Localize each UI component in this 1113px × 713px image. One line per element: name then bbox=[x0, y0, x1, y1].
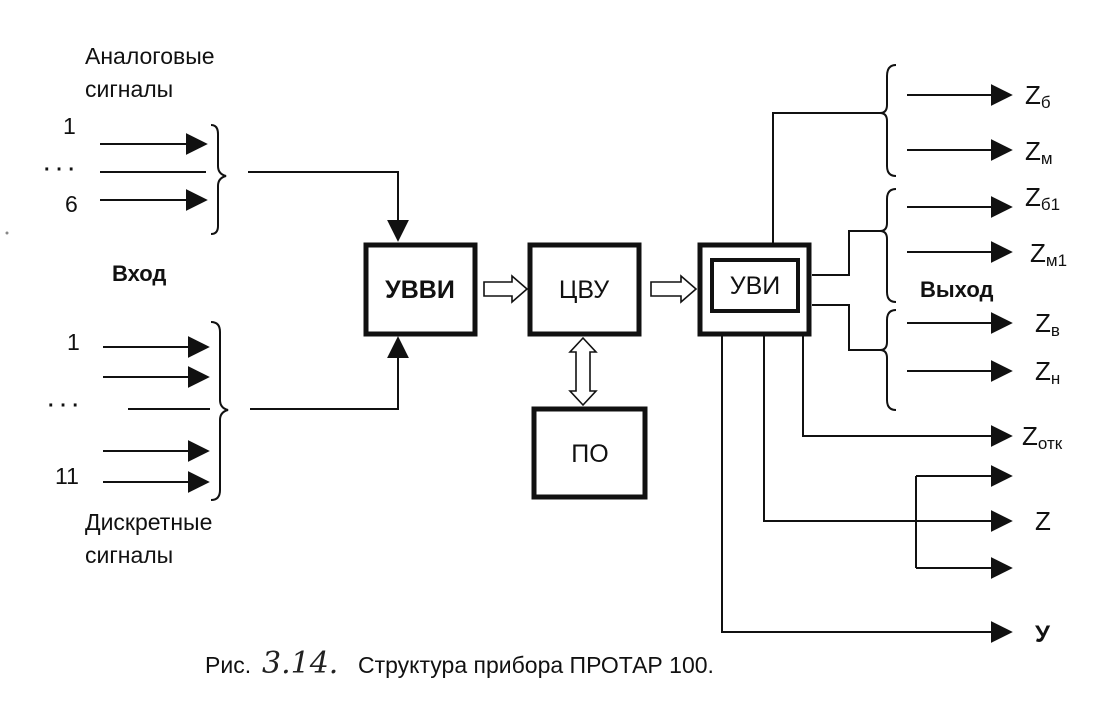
analog-to-uvvi-line bbox=[248, 171, 409, 242]
analog-dots: · · · bbox=[44, 159, 75, 181]
uvi-to-mid-group-line bbox=[812, 230, 880, 276]
discrete-footer-line2: сигналы bbox=[85, 542, 173, 568]
cvu-label: ЦВУ bbox=[559, 276, 609, 304]
po-label: ПО bbox=[571, 440, 608, 468]
analog-header-line2: сигналы bbox=[85, 76, 173, 102]
top-output-brace bbox=[879, 64, 897, 177]
caption-text: Структура прибора ПРОТАР 100. bbox=[358, 652, 714, 678]
uvi-to-low-group-line bbox=[812, 304, 880, 351]
output-label-u: У bbox=[1035, 621, 1051, 648]
zm-main: Z bbox=[1025, 136, 1041, 166]
cvu-to-uvi-arrow bbox=[650, 274, 698, 304]
uvvi-block bbox=[363, 242, 478, 337]
zb-main: Z bbox=[1025, 80, 1041, 110]
output-label-zm: Zм bbox=[1025, 136, 1053, 168]
po-block bbox=[531, 406, 648, 500]
zb1-sub: б1 bbox=[1041, 195, 1060, 214]
zb-sub: б bbox=[1041, 93, 1051, 112]
cvu-po-bidirectional-arrow bbox=[568, 336, 598, 407]
zm1-sub: м1 bbox=[1046, 251, 1067, 270]
output-label-z: Z bbox=[1035, 506, 1051, 536]
uvi-to-top-group-line bbox=[772, 112, 880, 245]
caption-prefix: Рис. bbox=[205, 652, 251, 678]
output-arrow-zotk bbox=[802, 334, 1013, 447]
zn-main: Z bbox=[1035, 356, 1051, 386]
analog-header-line1: Аналоговые bbox=[85, 43, 215, 69]
uvi-inner-block bbox=[710, 258, 800, 313]
analog-last-label: 6 bbox=[65, 191, 78, 217]
output-label-zb: Zб bbox=[1025, 80, 1051, 112]
output-label-zb1: Zб1 bbox=[1025, 182, 1060, 214]
uvvi-label: УВВИ bbox=[385, 276, 455, 304]
zm-sub: м bbox=[1041, 149, 1053, 168]
cvu-block bbox=[527, 242, 642, 337]
zotk-sub: отк bbox=[1038, 434, 1063, 453]
mid-output-brace bbox=[879, 188, 897, 303]
output-label-zotk: Zотк bbox=[1022, 421, 1063, 453]
caption-number: 3.14. bbox=[262, 646, 338, 681]
discrete-input-brace bbox=[210, 321, 229, 501]
output-label-zv: Zв bbox=[1035, 308, 1060, 340]
low-output-brace bbox=[879, 309, 897, 411]
input-group-label: Вход bbox=[112, 261, 166, 286]
zotk-main: Z bbox=[1022, 421, 1038, 451]
discrete-to-uvvi-line bbox=[250, 336, 409, 410]
scan-speck bbox=[5, 231, 9, 235]
uvvi-to-cvu-arrow bbox=[483, 274, 529, 304]
zb1-main: Z bbox=[1025, 182, 1041, 212]
discrete-footer-line1: Дискретные bbox=[85, 509, 212, 535]
discrete-dots: · · · bbox=[48, 395, 79, 417]
zn-sub: н bbox=[1051, 369, 1060, 388]
discrete-first-label: 1 bbox=[67, 329, 80, 355]
analog-first-label: 1 bbox=[63, 113, 76, 139]
output-arrow-z bbox=[763, 334, 1013, 532]
analog-input-brace bbox=[210, 124, 227, 235]
zv-sub: в bbox=[1051, 321, 1060, 340]
discrete-last-label: 11 bbox=[55, 463, 79, 489]
output-group-label: Выход bbox=[920, 277, 994, 302]
uvi-label: УВИ bbox=[730, 272, 781, 300]
zv-main: Z bbox=[1035, 308, 1051, 338]
zm1-main: Z bbox=[1030, 238, 1046, 268]
output-label-zm1: Zм1 bbox=[1030, 238, 1067, 270]
output-arrow-u bbox=[721, 334, 1013, 643]
output-label-zn: Zн bbox=[1035, 356, 1060, 388]
